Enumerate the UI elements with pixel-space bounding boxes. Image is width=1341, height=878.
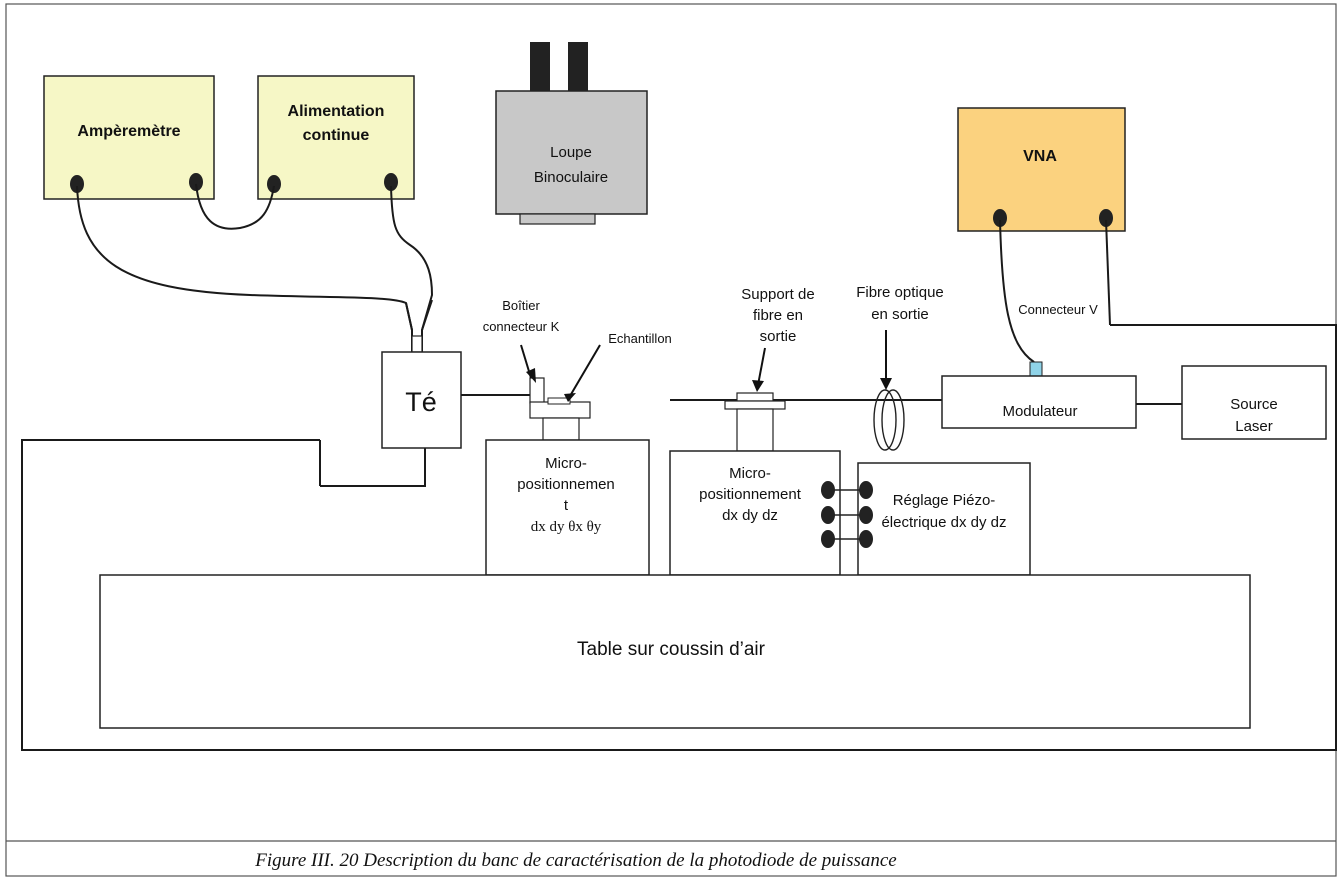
fibre-optique-label-line2: en sortie: [871, 306, 929, 323]
te-box: Té: [381, 351, 462, 449]
fibre-optique-label-line1: Fibre optique: [856, 284, 944, 301]
amperemetre-label: Ampèremètre: [77, 123, 180, 140]
vna-label: VNA: [1023, 148, 1057, 165]
support-fibre-post: [736, 408, 774, 452]
amperemetre-terminal-left: [70, 175, 84, 193]
micro-positionnement-mid: Micro- positionnement dx dy dz: [669, 450, 841, 576]
loupe-binoculaire: Loupe Binoculaire: [495, 42, 648, 225]
fibre-optique-loop: [873, 389, 905, 451]
wire-vna-to-modulateur: [999, 219, 1035, 363]
support-fibre-arrow: [757, 347, 766, 386]
alimentation-terminal-left: [267, 175, 281, 193]
te-funnel: [405, 302, 413, 352]
fibre-optique-arrowhead: [880, 378, 892, 390]
echantillon-arrow: [569, 344, 601, 397]
table-label: Table sur coussin d’air: [577, 639, 766, 660]
figure-caption: Figure III. 20 Description du banc de ca…: [254, 850, 896, 871]
connecteur-v-label: Connecteur V: [1018, 302, 1098, 317]
wire-amp-to-te: [76, 185, 413, 331]
piezo-line2: électrique dx dy dz: [881, 514, 1006, 531]
connecteur-v-plug: [1029, 361, 1043, 377]
wire-amp-to-alim: [195, 183, 275, 230]
modulateur-label: Modulateur: [1002, 403, 1077, 420]
micro-left-line2: positionnemen: [517, 476, 615, 493]
support-fibre-plate: [724, 400, 786, 410]
micro-positionnement-left: Micro- positionnemen t dx dy θx θy: [485, 439, 650, 576]
micro-left-axes: dx dy θx θy: [531, 519, 602, 535]
support-fibre-label-line1: Support de: [741, 286, 814, 303]
micro-left-line1: Micro-: [545, 455, 587, 472]
source-laser-line2: Laser: [1235, 418, 1273, 435]
micro-mid-line1: Micro-: [729, 465, 771, 482]
micro-mid-line2: positionnement: [699, 486, 802, 503]
boitier-connecteur-k: [529, 377, 545, 404]
te-label: Té: [405, 387, 437, 417]
loupe-base: [519, 213, 596, 225]
amperemetre-terminal-right: [189, 173, 203, 191]
vna-box: VNA: [957, 107, 1126, 232]
te-funnel-2: [421, 299, 433, 352]
boitier-label-line1: Boîtier: [502, 298, 540, 313]
te-plug: [411, 335, 423, 353]
source-laser-box: Source Laser: [1181, 365, 1327, 440]
boitier-label-line2: connecteur K: [483, 319, 560, 334]
loupe-label-line1: Loupe: [550, 144, 592, 161]
support-fibre-label-line3: sortie: [760, 328, 797, 345]
alimentation-terminal-right: [384, 173, 398, 191]
echantillon-chip: [547, 397, 571, 405]
boitier-arrowhead: [526, 368, 536, 383]
loupe-eyepiece-left: [530, 42, 550, 92]
reglage-piezo: Réglage Piézo- électrique dx dy dz: [857, 462, 1031, 576]
left-stage-post: [542, 417, 580, 441]
loupe-eyepiece-right: [568, 42, 588, 92]
amperemetre-box: Ampèremètre: [43, 75, 215, 200]
micro-mid-line3: dx dy dz: [722, 507, 778, 524]
piezo-line1: Réglage Piézo-: [893, 492, 996, 509]
vna-terminal-left: [993, 209, 1007, 227]
piezo-connectors: [821, 481, 873, 548]
modulateur-box: Modulateur: [941, 375, 1137, 429]
table-coussin-air: Table sur coussin d’air: [99, 574, 1251, 729]
support-fibre-arrowhead: [752, 380, 764, 392]
alimentation-box: Alimentation continue: [257, 75, 415, 200]
wire-alim-to-te: [390, 185, 434, 331]
alimentation-label-line2: continue: [303, 127, 370, 144]
echantillon-label: Echantillon: [608, 331, 672, 346]
te-bottom-wire: [320, 448, 426, 487]
source-laser-line1: Source: [1230, 396, 1278, 413]
vna-terminal-right: [1099, 209, 1113, 227]
wire-vna-return: [1105, 219, 1111, 326]
support-fibre-top: [736, 392, 774, 402]
echantillon-arrowhead: [564, 393, 576, 402]
alimentation-label-line1: Alimentation: [288, 103, 385, 120]
micro-left-line3: t: [564, 497, 569, 514]
support-fibre-label-line2: fibre en: [753, 307, 803, 324]
bench-outline: [21, 324, 1337, 751]
loupe-label-line2: Binoculaire: [534, 169, 608, 186]
